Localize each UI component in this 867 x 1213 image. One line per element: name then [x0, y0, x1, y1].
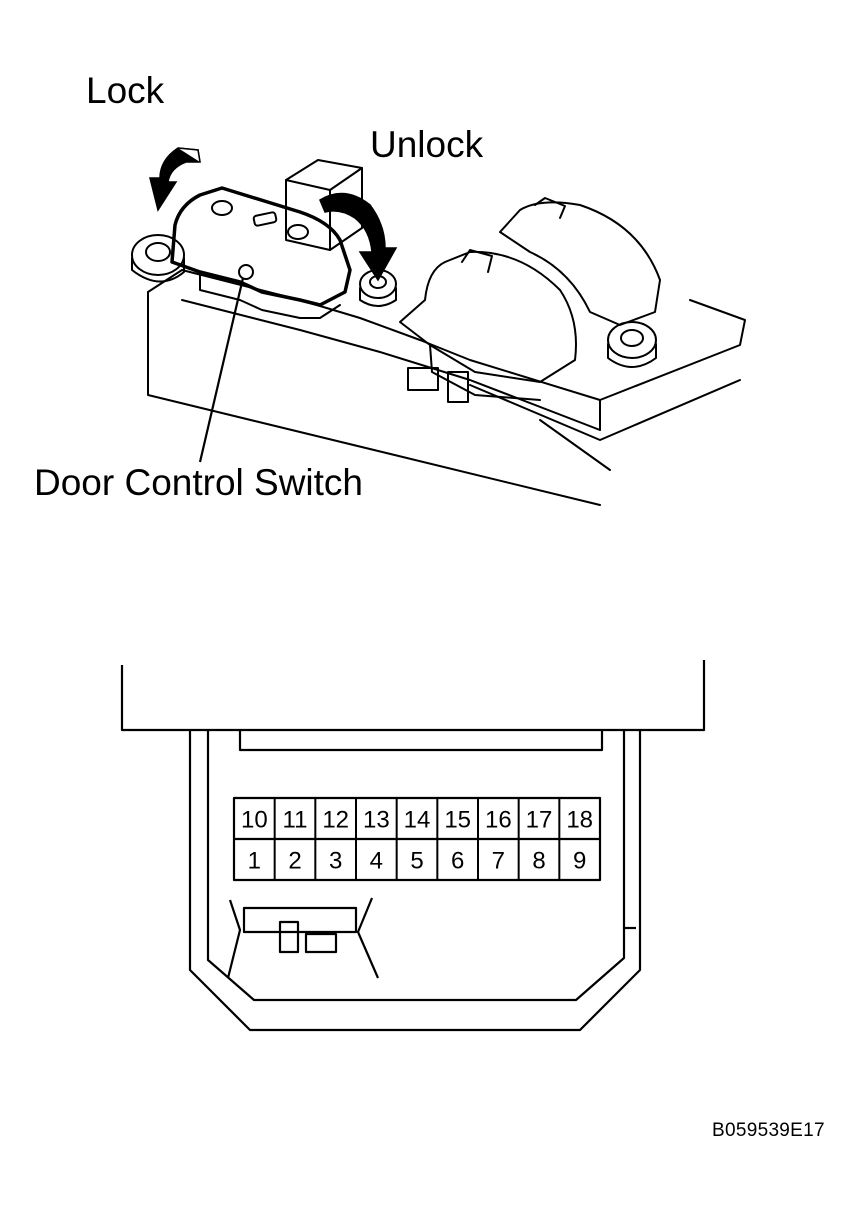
pin-number-13: 13	[363, 807, 390, 834]
pin-number-18: 18	[566, 807, 593, 834]
pin-number-1: 1	[248, 848, 261, 875]
lock-arrow-icon	[149, 147, 201, 212]
pin-number-5: 5	[410, 848, 423, 875]
unlock-arrow-icon	[319, 192, 398, 282]
lock-label: Lock	[86, 70, 165, 111]
switch-leader-line	[198, 277, 245, 463]
pin-number-6: 6	[451, 848, 464, 875]
window-switch-rear	[499, 201, 661, 326]
pin-number-7: 7	[492, 848, 505, 875]
pin-number-17: 17	[526, 807, 553, 834]
figure-code-label: B059539E17	[712, 1120, 825, 1141]
pin-number-2: 2	[288, 848, 301, 875]
pin-grid-dividers	[273, 798, 561, 880]
pin-number-14: 14	[404, 807, 431, 834]
mount-boss-right	[607, 321, 657, 359]
pin-number-15: 15	[444, 807, 471, 834]
pin-number-12: 12	[322, 807, 349, 834]
pin-number-16: 16	[485, 807, 512, 834]
pin-number-4: 4	[370, 848, 383, 875]
switch-assembly	[131, 159, 746, 506]
door-control-switch-label: Door Control Switch	[34, 462, 364, 503]
pin-number-11: 11	[283, 807, 308, 834]
pin-number-10: 10	[241, 807, 268, 834]
pin-number-3: 3	[329, 848, 342, 875]
mount-boss-left	[131, 234, 185, 276]
connector-face	[120, 660, 706, 1032]
pin-number-8: 8	[532, 848, 545, 875]
connector-cover	[120, 660, 706, 732]
unlock-label: Unlock	[370, 124, 484, 165]
pin-number-9: 9	[573, 848, 586, 875]
door-control-switch-body	[170, 186, 352, 307]
housing-base	[147, 291, 601, 506]
window-switch-front	[399, 250, 577, 383]
